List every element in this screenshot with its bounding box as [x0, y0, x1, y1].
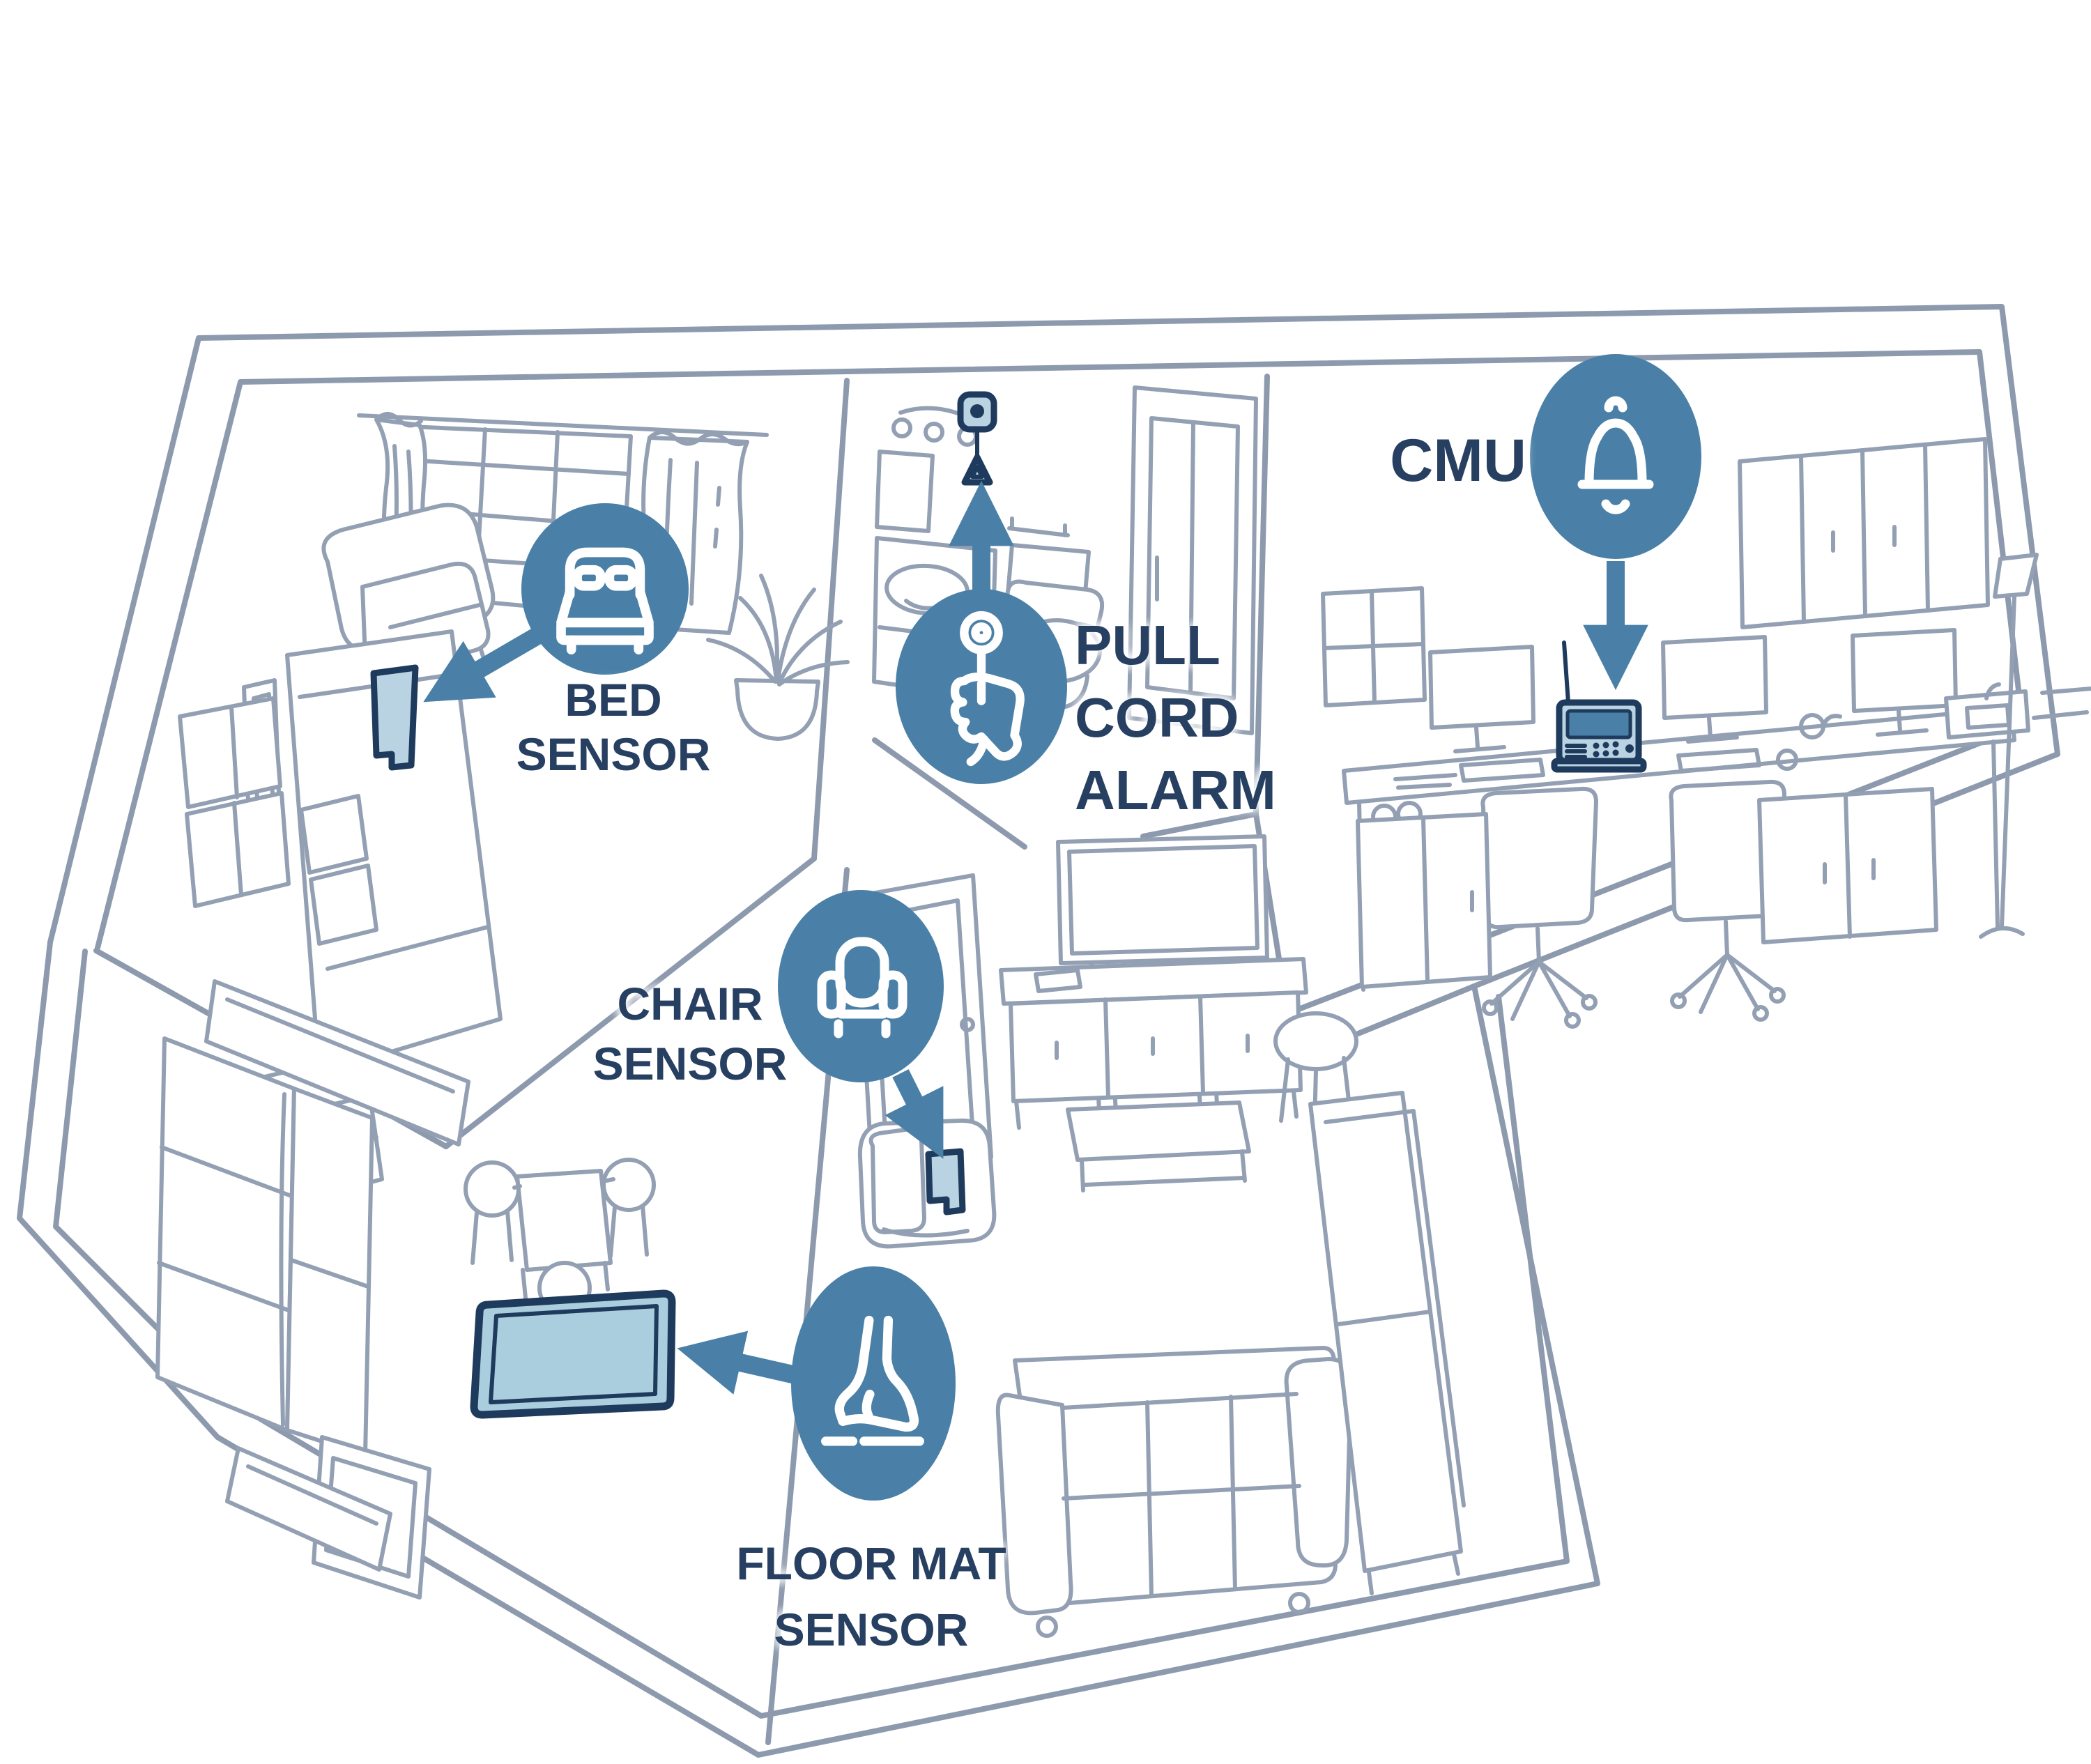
chair-arrow: [884, 1069, 944, 1159]
bed-icon: [556, 547, 654, 654]
bed-sensor-label: BED SENSOR: [516, 674, 711, 780]
pull-cord-alarm-badge: [896, 589, 1067, 784]
floor-mat-sensor-label: FLOOR MAT SENSOR: [736, 1537, 1006, 1656]
kitchen-furniture: [155, 979, 656, 1600]
bell-icon: [1577, 396, 1654, 514]
pull-cord-alarm-label: PULL CORD ALARM: [1075, 614, 1276, 821]
chair-sensor-pad: [925, 1148, 966, 1215]
chair-sensor-label: CHAIR SENSOR: [592, 978, 788, 1089]
pull-cord-unit: [957, 391, 997, 486]
bed-sensor-badge: [521, 503, 689, 675]
armchair-icon: [817, 937, 907, 1038]
floor-mat-sensor-device: [470, 1289, 676, 1419]
living-room-furniture: [857, 834, 1466, 1638]
floor-mat-arrow: [677, 1330, 804, 1395]
pull-cord-hand-icon: [950, 611, 1025, 767]
office-furniture: [1321, 437, 2091, 1029]
cmu-unit: [1551, 641, 1647, 773]
floor-mat-sensor-badge: [791, 1266, 956, 1501]
bed-sensor-pad: [370, 664, 419, 771]
cmu-label: CMU: [1390, 427, 1526, 494]
foot-icon: [821, 1315, 924, 1446]
bed-arrow: [423, 624, 547, 703]
cmu-badge: [1530, 354, 1701, 559]
chair-sensor-badge: [778, 890, 944, 1082]
